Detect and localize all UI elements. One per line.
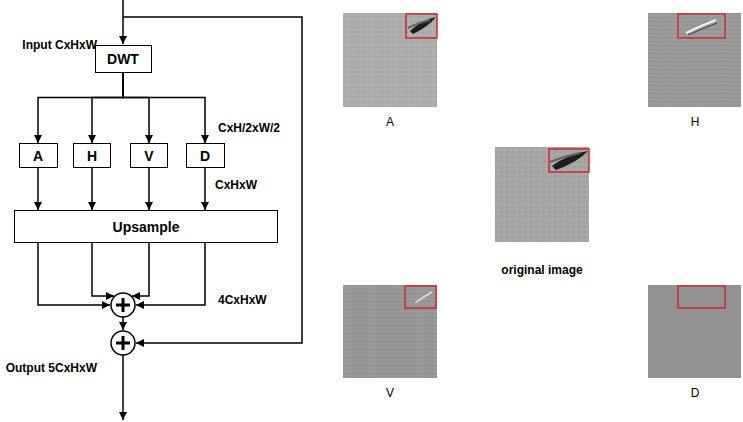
- process-box: D: [186, 143, 225, 168]
- image-caption: V: [386, 386, 394, 400]
- box-label: DWT: [107, 51, 139, 67]
- connector-arrow: [204, 168, 206, 210]
- process-box: DWT: [95, 45, 152, 73]
- tensor-size-label: CxHxW: [215, 178, 257, 192]
- image-caption: H: [691, 115, 700, 129]
- image-caption: D: [691, 386, 700, 400]
- box-label: A: [33, 148, 43, 164]
- process-box: V: [130, 143, 168, 168]
- process-box: A: [19, 143, 58, 168]
- tensor-size-label: Output 5CxHxW: [6, 361, 97, 375]
- box-label: V: [144, 148, 153, 164]
- connector-arrow: [37, 168, 39, 210]
- process-box: H: [73, 143, 111, 168]
- connector-arrow: [123, 73, 149, 143]
- upsample-box: Upsample: [14, 210, 278, 243]
- wavelet-images: [343, 13, 741, 378]
- tensor-size-label: CxH/2xW/2: [218, 121, 280, 135]
- box-label: H: [87, 148, 97, 164]
- sum-symbol: [111, 293, 135, 355]
- connector-arrow: [38, 73, 123, 143]
- image-caption: original image: [501, 263, 582, 277]
- image-caption: A: [386, 115, 394, 129]
- box-label: Upsample: [113, 219, 180, 235]
- connector-arrow: [92, 73, 123, 143]
- tensor-size-label: Input CxHxW: [22, 38, 97, 52]
- tensor-size-label: 4CxHxW: [218, 293, 267, 307]
- connector-arrow: [148, 168, 150, 210]
- box-label: D: [200, 148, 210, 164]
- connector-arrow: [123, 73, 205, 143]
- connector-arrow: [91, 168, 93, 210]
